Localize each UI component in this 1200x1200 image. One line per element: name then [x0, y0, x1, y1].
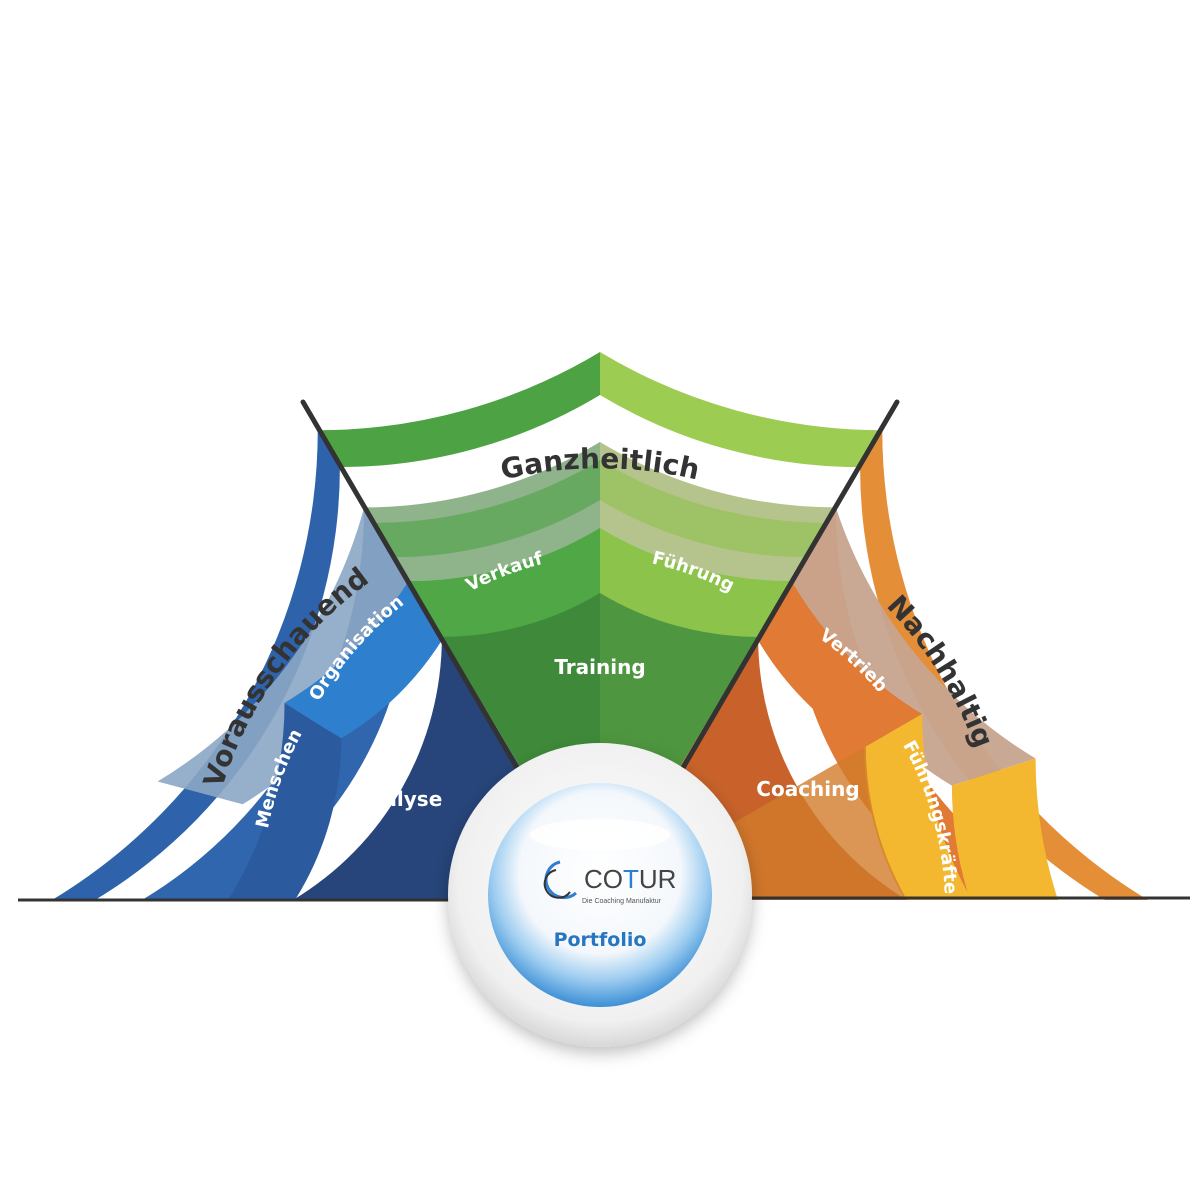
segment-outer-top-right	[600, 352, 883, 468]
logo-bubble	[488, 783, 712, 1007]
segment-core-right-lower	[729, 746, 907, 900]
segment-core-top-left	[441, 593, 600, 772]
segment-inner-left-b	[284, 581, 443, 739]
segment-outer-top-left	[317, 352, 600, 468]
logo-brand: COTUR	[584, 864, 676, 894]
segment-middle-right-band	[790, 507, 1036, 786]
segments-layer	[52, 352, 1148, 900]
segment-outer-left	[52, 430, 340, 900]
segment-inner-right-a	[757, 581, 923, 748]
segment-middle-top-left-rim	[373, 460, 600, 558]
core-label-analyse: Analyse	[354, 787, 443, 811]
segment-inner-top-a	[408, 528, 600, 639]
portfolio-caption: Portfolio	[554, 929, 647, 951]
segment-inner-right-b	[864, 714, 972, 900]
core-label-coaching: Coaching	[756, 777, 859, 801]
logo-tagline: Die Coaching Manufaktur	[582, 898, 662, 905]
ring-label-umsetzung: Umsetzung	[972, 522, 1102, 687]
divider-lines	[18, 399, 1190, 902]
logo-swoosh-icon	[544, 860, 577, 900]
segment-core-top-right	[600, 593, 759, 772]
segment-inner-left-a	[228, 702, 342, 900]
core-label-training: Training	[554, 655, 645, 679]
segment-middle-right-yellow	[951, 758, 1058, 900]
logo-swoosh-dark-icon	[543, 869, 571, 899]
segment-inner-top-b	[600, 528, 792, 639]
segment-middle-top-right-rim	[600, 460, 827, 558]
center-hub: COTUR Die Coaching Manufaktur Portfolio	[448, 743, 752, 1047]
segment-middle-left-band	[157, 507, 410, 805]
